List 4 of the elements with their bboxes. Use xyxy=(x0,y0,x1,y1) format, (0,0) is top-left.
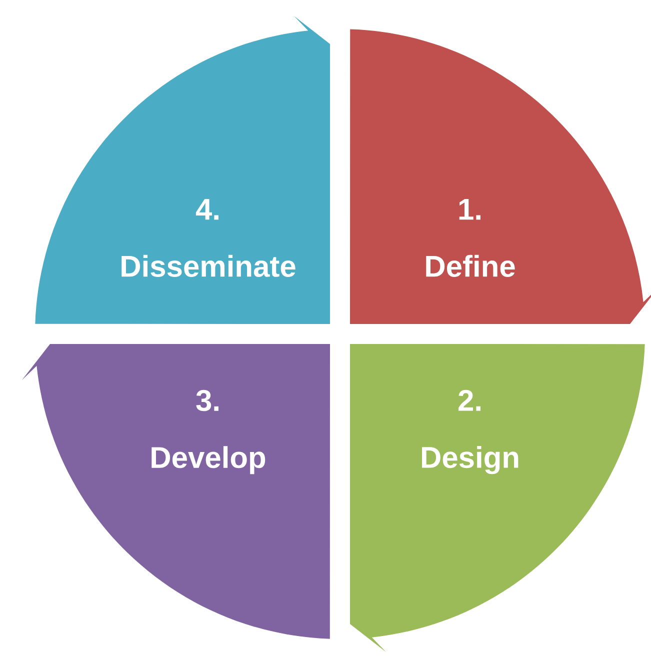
curved-arrow-sector: 4. Disseminate xyxy=(35,16,330,324)
curved-arrow-sector: 1. Define xyxy=(350,29,651,324)
curved-arrow-sector: 2. Design xyxy=(350,344,645,652)
curved-arrow-sector: 3. Develop xyxy=(22,344,330,639)
